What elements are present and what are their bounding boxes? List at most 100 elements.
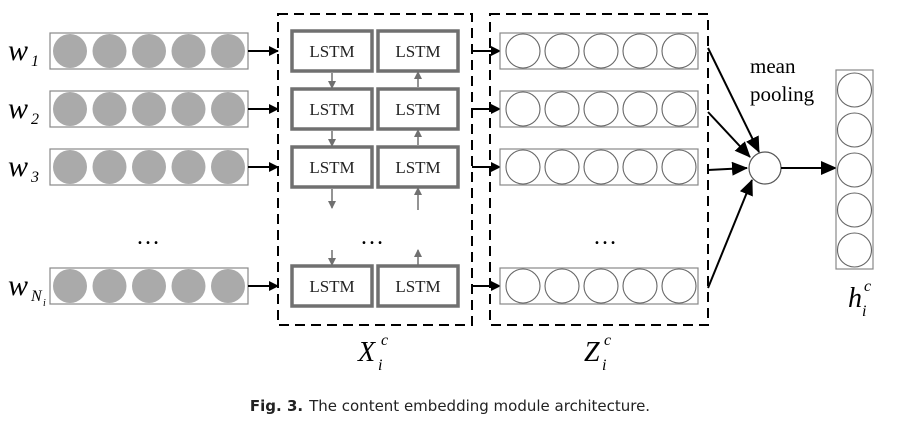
svg-text:c: c <box>604 332 611 349</box>
hidden-neuron <box>544 268 580 304</box>
z-block-label: Z c i <box>584 332 611 374</box>
input-label: w <box>8 92 28 125</box>
hidden-neuron <box>583 149 619 185</box>
pooling-input-arrow <box>707 161 748 176</box>
hidden-neuron <box>583 91 619 127</box>
input-neuron <box>53 150 87 184</box>
hidden-state-vector <box>499 148 699 186</box>
caption-text: The content embedding module architectur… <box>309 397 651 415</box>
svg-text:i: i <box>602 357 606 374</box>
input-label-subscript: N <box>30 288 43 305</box>
input-neuron <box>53 92 87 126</box>
hidden-neuron <box>544 33 580 69</box>
hidden-neuron <box>505 149 541 185</box>
input-neuron <box>92 92 127 126</box>
lstm-cell-label: LSTM <box>395 158 440 177</box>
hidden-neuron <box>505 33 541 69</box>
input-neuron <box>53 34 87 68</box>
hidden-neuron <box>583 33 619 69</box>
lstm-cell-frame <box>376 145 460 189</box>
output-neuron <box>836 72 873 108</box>
input-neuron <box>132 92 166 126</box>
pooling-input-arrow <box>707 179 753 289</box>
input-label-subscript: 3 <box>30 169 39 186</box>
hidden-states-block <box>489 13 709 326</box>
input-vector <box>49 148 279 186</box>
lstm-dashed-boundary <box>277 13 473 326</box>
lstm-backward-cell: LSTM <box>376 145 460 189</box>
pooling-label-pooling: pooling <box>750 82 815 106</box>
lstm-backward-cell: LSTM <box>376 87 460 131</box>
output-neuron <box>836 112 873 148</box>
output-vector <box>835 69 874 270</box>
lstm-block-label: X c i <box>357 332 388 374</box>
input-label: w <box>8 34 28 67</box>
figure-caption: Fig. 3. The content embedding module arch… <box>0 397 900 415</box>
lstm-cell-frame <box>376 87 460 131</box>
input-neuron <box>171 269 206 303</box>
input-neuron <box>53 269 87 303</box>
input-label-subsubscript: i <box>43 298 46 309</box>
input-neuron <box>132 150 166 184</box>
hidden-neuron <box>622 149 658 185</box>
svg-text:i: i <box>862 303 866 320</box>
hidden-neuron <box>544 91 580 127</box>
hidden-state-vector <box>499 90 699 128</box>
input-label: w <box>8 269 28 302</box>
hidden-state-vector <box>499 267 699 305</box>
output-neuron <box>836 232 873 268</box>
input-word-vectors <box>49 32 279 305</box>
lstm-backward-cell: LSTM <box>376 29 460 73</box>
lstm-backward-cell: LSTM <box>376 264 460 308</box>
input-neuron <box>132 269 166 303</box>
svg-text:Z: Z <box>584 337 600 368</box>
lstm-cell-frame <box>290 29 374 73</box>
lstm-cell-frame <box>290 87 374 131</box>
input-neuron <box>211 150 245 184</box>
pooling-input-arrow <box>707 111 751 158</box>
input-neuron <box>171 34 206 68</box>
lstm-forward-cell: LSTM <box>290 87 374 131</box>
z-ellipsis: … <box>593 224 617 250</box>
pooling-node <box>748 151 782 185</box>
hidden-neuron <box>622 91 658 127</box>
lstm-forward-cell: LSTM <box>290 29 374 73</box>
hidden-neuron <box>661 91 697 127</box>
svg-text:c: c <box>381 332 388 349</box>
hidden-neuron <box>583 268 619 304</box>
input-vector <box>49 267 279 305</box>
hidden-neuron <box>661 268 697 304</box>
input-neuron <box>171 150 206 184</box>
lstm-ellipsis: … <box>360 224 384 250</box>
input-neuron <box>211 269 245 303</box>
input-neuron <box>92 269 127 303</box>
svg-text:h: h <box>848 283 862 314</box>
lstm-cell-frame <box>290 145 374 189</box>
svg-text:c: c <box>864 278 871 295</box>
input-neuron <box>92 34 127 68</box>
lstm-cell-frame <box>290 264 374 308</box>
hidden-state-vector <box>499 32 699 70</box>
caption-label: Fig. 3. <box>249 397 304 415</box>
hidden-neuron <box>622 33 658 69</box>
lstm-cell-label: LSTM <box>309 277 354 296</box>
lstm-cell-frame <box>376 264 460 308</box>
lstm-cell-label: LSTM <box>395 42 440 61</box>
lstm-forward-cell: LSTM <box>290 264 374 308</box>
svg-text:X: X <box>357 337 376 368</box>
lstm-cell-label: LSTM <box>309 158 354 177</box>
lstm-cell-label: LSTM <box>395 100 440 119</box>
hidden-neuron <box>505 91 541 127</box>
output-neuron <box>836 192 873 228</box>
svg-text:i: i <box>378 357 382 374</box>
input-ellipsis: … <box>136 224 160 250</box>
hidden-neuron <box>505 268 541 304</box>
lstm-cell-label: LSTM <box>395 277 440 296</box>
output-label: h c i <box>848 278 871 320</box>
bilstm-block: LSTM LSTM LSTM LSTM LSTM LSTM LSTM LSTM <box>277 13 501 326</box>
hidden-neuron <box>622 268 658 304</box>
input-vector <box>49 32 279 70</box>
